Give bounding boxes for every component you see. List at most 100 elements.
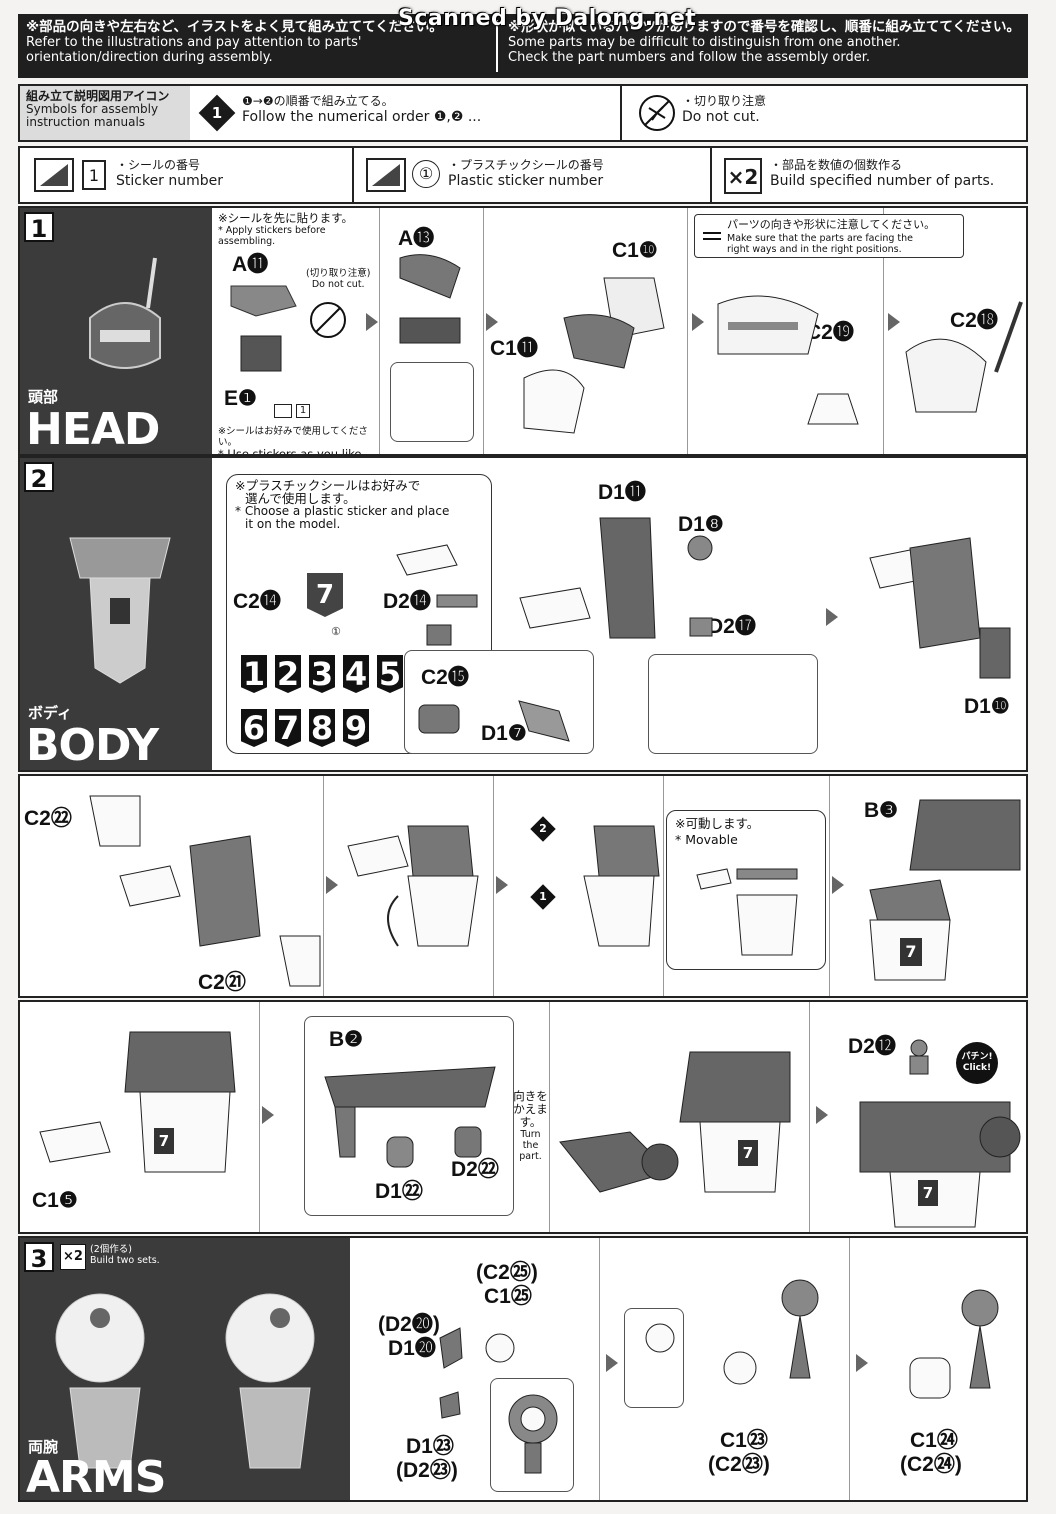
order-en: Follow the numerical order ❶,❷ ... [242,109,482,125]
sticker-digit: 1 [241,655,267,693]
part-label: D1⓴ [388,1337,436,1360]
step-2c-sub-c: 7 [550,1002,810,1232]
sticker-digit: 4 [343,655,369,693]
part-label: C1⓫ [490,337,538,360]
sticker-icon [34,158,74,192]
sticker-jp: ・シールの番号 [116,158,201,172]
part-label: D2⓮ [383,590,431,613]
detail-inset [390,362,474,442]
step-2b-sub-a: C2㉒ C2㉑ [20,776,324,996]
step-number: 2 [24,462,54,493]
body-side-illustration [89,795,321,987]
banner-right: ※形状が似ているパーツがありますので番号を確認し、順番に組み立ててください。 S… [496,20,1026,72]
body-cover-illustration [869,799,1021,981]
detail-inset [648,654,818,754]
body-number-mark: 7 [738,1140,758,1166]
detail-inset [624,1308,684,1408]
no-cut-note: (切り取り注意) Do not cut. [306,268,371,290]
step-1-sub-a: ※シールを先に貼ります。 * Apply stickers before ass… [212,208,380,454]
part-label: C2㉑ [198,971,246,994]
click-badge: パチン! Click! [956,1042,998,1084]
arm-joint-illustration [439,1327,515,1419]
no-cut-text: ・切り取り注意 Do not cut. [682,92,1012,146]
plastic-en: Plastic sticker number [448,173,604,189]
step-2b-sub-b [324,776,494,996]
next-arrow-icon [832,876,844,894]
note-top: ※シールを先に貼ります。 * Apply stickers before ass… [218,211,353,248]
step-1-sidebar: 1 頭部 HEAD [20,208,212,454]
banner-left-en2: orientation/direction during assembly. [26,50,273,65]
order-diamond-icon: 1 [198,94,236,132]
next-arrow-icon [496,876,508,894]
multiply-icon: ×2 [60,1244,86,1270]
step-2b-sub-e: B❸ 7 [830,776,1026,996]
build-two-note: (2個作る) Build two sets. [90,1244,160,1266]
divider [710,148,712,202]
multiply-text: ・部品を数値の個数作る Build specified number of pa… [770,156,1020,210]
part-label: C2㉒ [24,807,72,830]
next-arrow-icon [816,1106,828,1124]
plastic-note: ※プラスチックシールはお好みで 選んで使用します。 * Choose a pla… [235,478,450,531]
next-arrow-icon [262,1106,274,1124]
no-cut-icon [310,302,346,338]
plastic-jp: ・プラスチックシールの番号 [448,158,604,172]
next-arrow-icon [888,313,900,331]
body-insert-illustration [39,1031,236,1173]
arm-joint-detail-illustration [508,1394,558,1474]
plastic-number-circle: ① [412,160,440,188]
next-arrow-icon [326,876,338,894]
part-label: A⓭ [398,227,435,250]
order-jp: ❶→❷の順番で組み立てる。 [242,94,394,108]
side-label-jp: 両腕 [28,1438,59,1456]
symbol-row-order: 組み立て説明図用アイコン Symbols for assembly instru… [18,84,1028,142]
step-2c-sub-a: 7 C1❺ [20,1002,260,1232]
step-2b-sub-c: 2 1 [494,776,664,996]
movable-en: * Movable [675,832,738,847]
arms-silhouette-icon [55,1293,315,1469]
multiply-icon: ×2 [724,158,762,194]
no-cut-jp: ・切り取り注意 [682,94,767,108]
divider [620,86,622,140]
body-number-mark: 7 [154,1128,174,1154]
detail-inset: C2⓯ D1❼ [404,650,594,754]
symbols-label-en1: Symbols for assembly [26,102,159,116]
symbol-row-stickers: 1 ・シールの番号 Sticker number ① ・プラスチックシールの番号… [18,146,1028,204]
part-label: D1❼ [481,722,527,745]
movable-callout: ※可動します。 * Movable [666,810,826,970]
step-3-sub-b: C1㉓ (C2㉓) [600,1238,850,1500]
banner-right-en1: Some parts may be difficult to distingui… [508,35,901,50]
sticker-text: ・シールの番号 Sticker number [116,156,346,210]
part-label: (D2⓴) [378,1313,440,1336]
caution-en2: right ways and in the right positions. [727,244,902,255]
sticker-digit: 6 [241,709,267,747]
head-part-illustration [399,254,461,344]
banner-left: ※部品の向きや左右など、イラストをよく見て組み立ててください。 Refer to… [26,20,486,66]
part-label: D2⓬ [848,1035,896,1058]
part-label: A⓫ [232,253,269,276]
caution-icon [703,232,721,240]
head-antenna-illustration [905,301,1023,413]
part-label: D1❿ [964,695,1010,718]
next-arrow-icon [856,1354,868,1372]
banner-right-jp: ※形状が似ているパーツがありますので番号を確認し、順番に組み立ててください。 [508,19,1020,35]
symbols-label-en2: instruction manuals [26,115,146,129]
movable-jp: ※可動します。 [675,816,760,831]
step-3-arms-panel: 3 ×2 (2個作る) Build two sets. 両腕 ARMS (C2㉕… [18,1236,1028,1502]
part-label: (C2㉕) [476,1261,538,1284]
step-3-sidebar: 3 ×2 (2個作る) Build two sets. 両腕 ARMS [20,1238,350,1500]
banner-left-en1: Refer to the illustrations and pay atten… [26,35,362,50]
instruction-page: ※部品の向きや左右など、イラストをよく見て組み立ててください。 Refer to… [18,6,1030,1504]
sticker-digit: 5 [377,655,403,693]
part-label: B❸ [864,799,898,822]
next-arrow-icon [486,313,498,331]
sticker-en: Sticker number [116,173,224,189]
plastic-text: ・プラスチックシールの番号 Plastic sticker number [448,156,698,210]
head-silhouette-icon [89,257,161,369]
head-part-illustration [230,285,297,372]
part-label: C2⓮ [233,590,281,613]
body-frame-illustration [519,517,713,639]
step-1-sub-c: C1❿ C1⓫ [484,208,688,454]
sticker-digit: 9 [343,709,369,747]
